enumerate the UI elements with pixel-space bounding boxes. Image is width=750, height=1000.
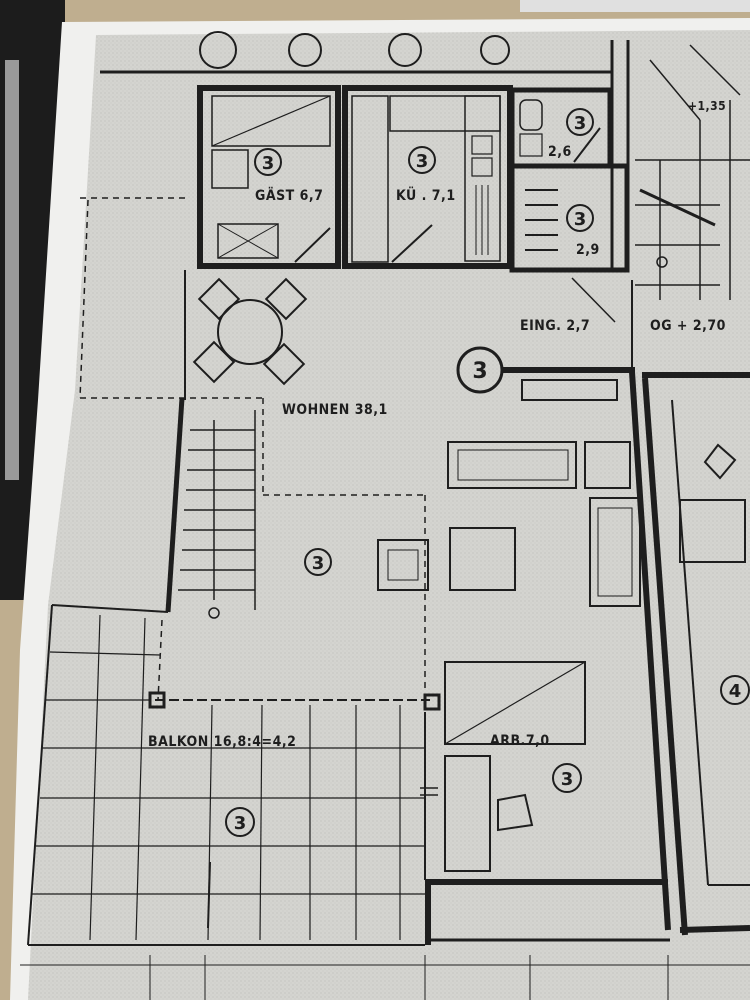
- label-eingang: EING. 2,7: [520, 318, 590, 334]
- rating-bad: 3: [574, 209, 587, 230]
- label-top-level: +1,35: [688, 99, 726, 113]
- label-gast: GÄST 6,7: [255, 187, 323, 204]
- label-og-level: OG + 2,70: [650, 318, 726, 334]
- rating-gast: 3: [262, 153, 275, 174]
- dining-set: [192, 277, 308, 386]
- bottom-dimension-line: [20, 955, 750, 1000]
- main-walls: [79, 197, 671, 945]
- rating-balkon: 3: [234, 813, 247, 834]
- label-wc: 2,6: [548, 144, 572, 160]
- label-bad: 2,9: [576, 242, 600, 258]
- rating-arbeit: 3: [561, 769, 574, 790]
- upper-staircase: [635, 44, 750, 300]
- pen-object: [520, 0, 750, 12]
- top-rooms-walls: [197, 85, 630, 323]
- label-arbeit: ARB.7,0: [490, 733, 550, 749]
- label-balkon: BALKON 16,8:4=4,2: [148, 734, 296, 750]
- rating-wohnen: 3: [472, 359, 487, 384]
- office-furniture: [444, 661, 586, 872]
- label-wohnen: WOHNEN 38,1: [282, 402, 388, 418]
- rating-wc: 3: [574, 113, 587, 134]
- balcony-grid: [27, 604, 441, 946]
- binder-ring: [5, 60, 19, 480]
- living-furniture: [377, 379, 641, 607]
- rating-neighbor: 4: [729, 681, 742, 702]
- neighbor-walls: [642, 372, 750, 936]
- interior-staircase: [165, 397, 256, 619]
- label-kueche: KÜ . 7,1: [396, 186, 456, 204]
- rating-kueche: 3: [416, 151, 429, 172]
- rating-hall: 3: [312, 553, 325, 574]
